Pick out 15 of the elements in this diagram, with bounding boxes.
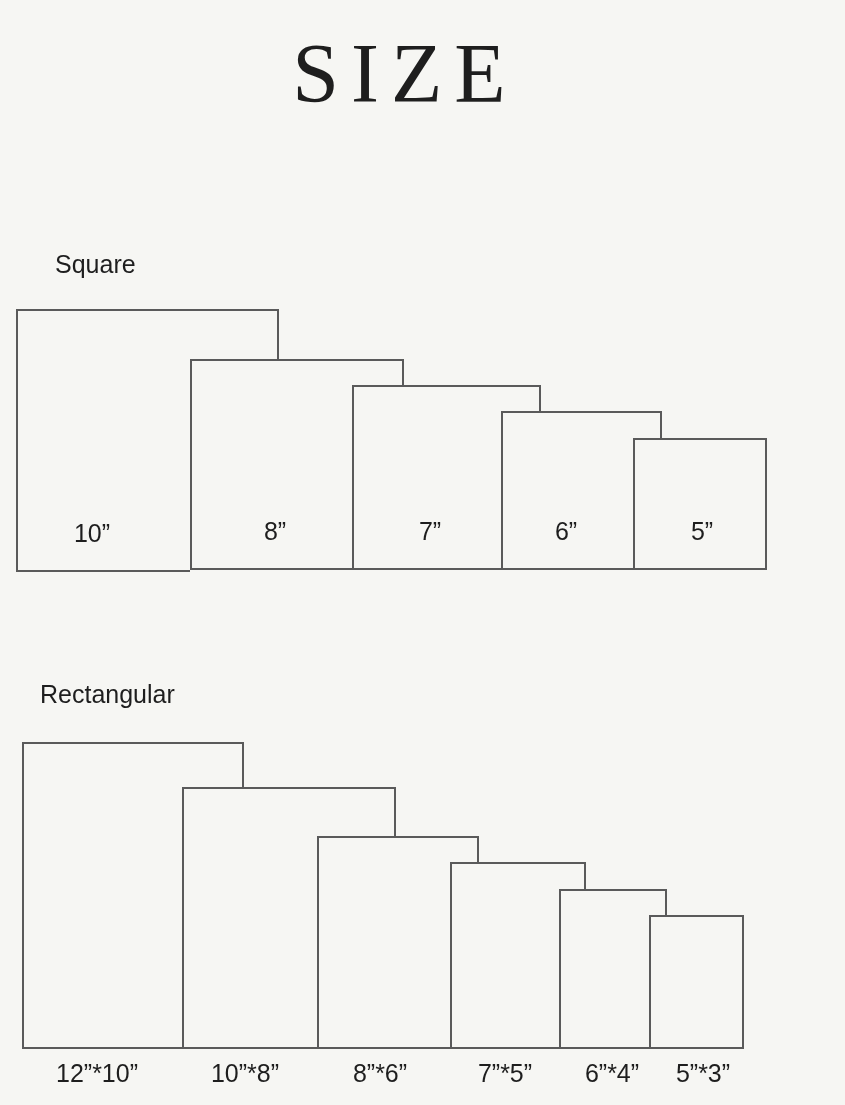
size-label: 7”: [418, 517, 442, 546]
size-label: 8”*6”: [352, 1059, 408, 1088]
size-label: 10”: [73, 519, 111, 548]
size-label: 10”*8”: [210, 1059, 280, 1088]
title: SIZE: [291, 28, 519, 121]
size-label: 7”*5”: [477, 1059, 533, 1088]
section-heading: Square: [55, 250, 136, 279]
size-label: 5”: [690, 517, 714, 546]
size-frame: [633, 438, 767, 570]
size-label: 6”: [554, 517, 578, 546]
size-label: 5”*3”: [675, 1059, 731, 1088]
size-label: 8”: [263, 517, 287, 546]
size-label: 12”*10”: [56, 1059, 138, 1088]
section-heading: Rectangular: [40, 680, 175, 709]
size-label: 6”*4”: [584, 1059, 640, 1088]
